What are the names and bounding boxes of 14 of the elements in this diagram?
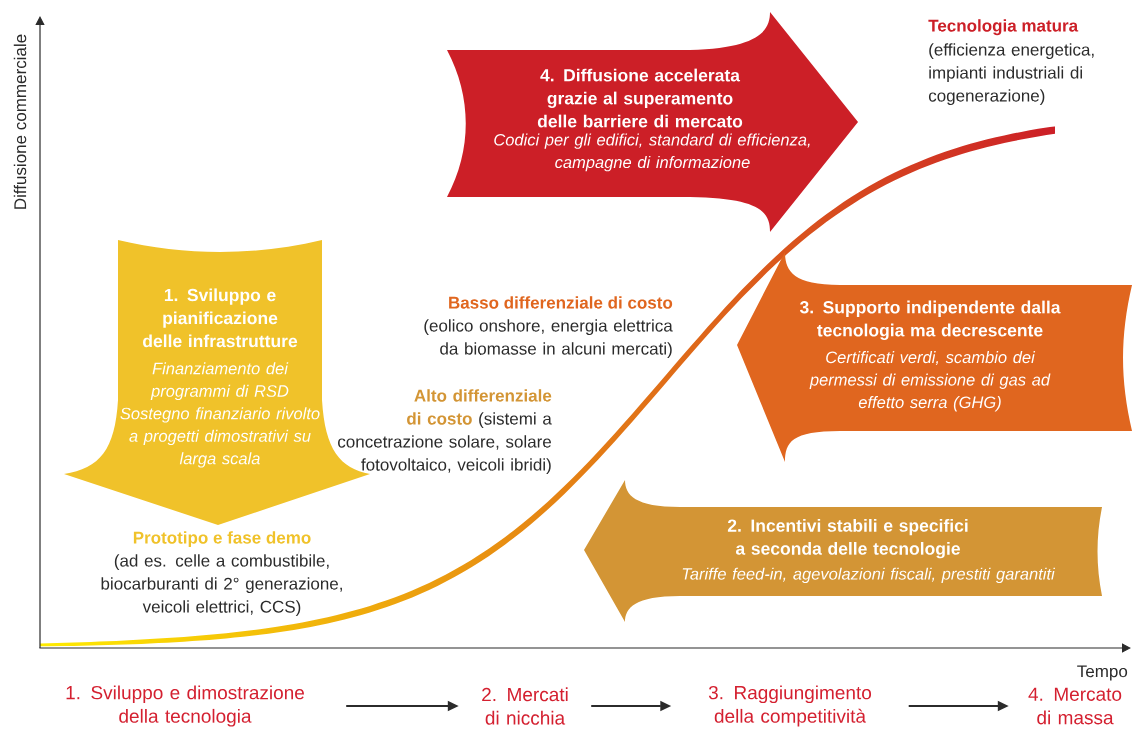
axis-label: Tempo (1077, 665, 1128, 681)
annotation-text: (eolico onshore, energia elettrica da biomasse in alcuni mercati) (424, 319, 673, 359)
annotation-title: Basso differenziale di costo (449, 296, 673, 309)
annotation-text: (ad es. celle a combustibile, biocarburanti di 2° generazione, veicoli elettrici, CCS) (101, 554, 342, 617)
annotation-title: Tecnologia matura (928, 19, 1079, 36)
stage-label: 1. Sviluppo e dimostrazione della tecnologia (66, 685, 304, 727)
stage-label: 4. Mercato di massa (1028, 687, 1122, 725)
annotation-text: (efficienza energetica, impianti industriali di cogenerazione) (928, 43, 1094, 106)
arrow-banner: 4. Diffusione accelerata grazie al superamento delle barriere di mercato Codici per gli edifici, standard di efficienza, campagne di informazione (447, 12, 858, 232)
stage-label: 3. Raggiungimento della competitività (708, 685, 872, 727)
arrow-banner: 3. Supporto indipendente dalla tecnologia ma decrescente Certificati verdi, scambio dei permessi di emissione di gas ad effetto serra (GHG) (737, 252, 1132, 462)
arrow-banner: 2. Incentivi stabili e specifici a seconda delle tecnologie Tariffe feed-in, agevolazioni fiscali, prestiti garantiti (584, 480, 1102, 622)
stage-label: 2. Mercati di nicchia (482, 687, 568, 725)
axis-label: Diffusione commerciale (13, 34, 27, 209)
